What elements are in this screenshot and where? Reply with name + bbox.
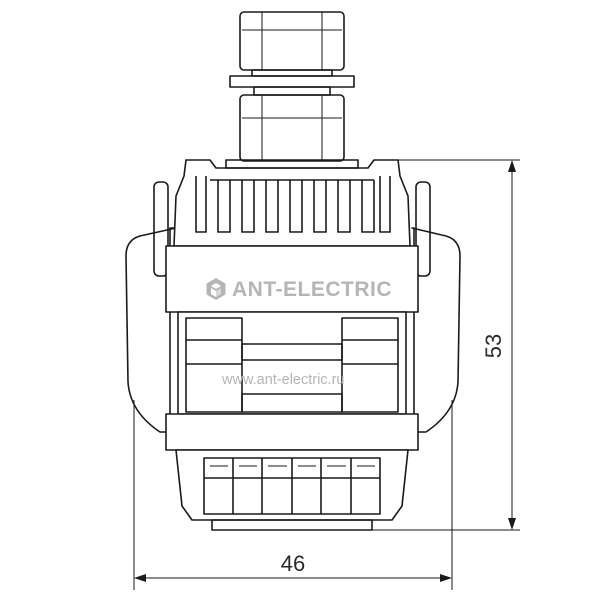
hexagon-cube-icon bbox=[206, 278, 226, 300]
lower-grid bbox=[203, 457, 381, 515]
width-dimension: 46 bbox=[133, 400, 453, 590]
brand-logo: ANT-ELECTRIC bbox=[206, 278, 392, 301]
upper-ribs bbox=[195, 176, 391, 233]
brand-name: ANT-ELECTRIC bbox=[232, 278, 392, 301]
height-dimension: 53 bbox=[372, 159, 520, 531]
website-url: www.ant-electric.ru bbox=[221, 372, 344, 388]
bolt-assembly bbox=[229, 11, 355, 162]
width-label: 46 bbox=[281, 551, 305, 576]
height-label: 53 bbox=[481, 334, 506, 358]
connector-body bbox=[125, 159, 461, 531]
